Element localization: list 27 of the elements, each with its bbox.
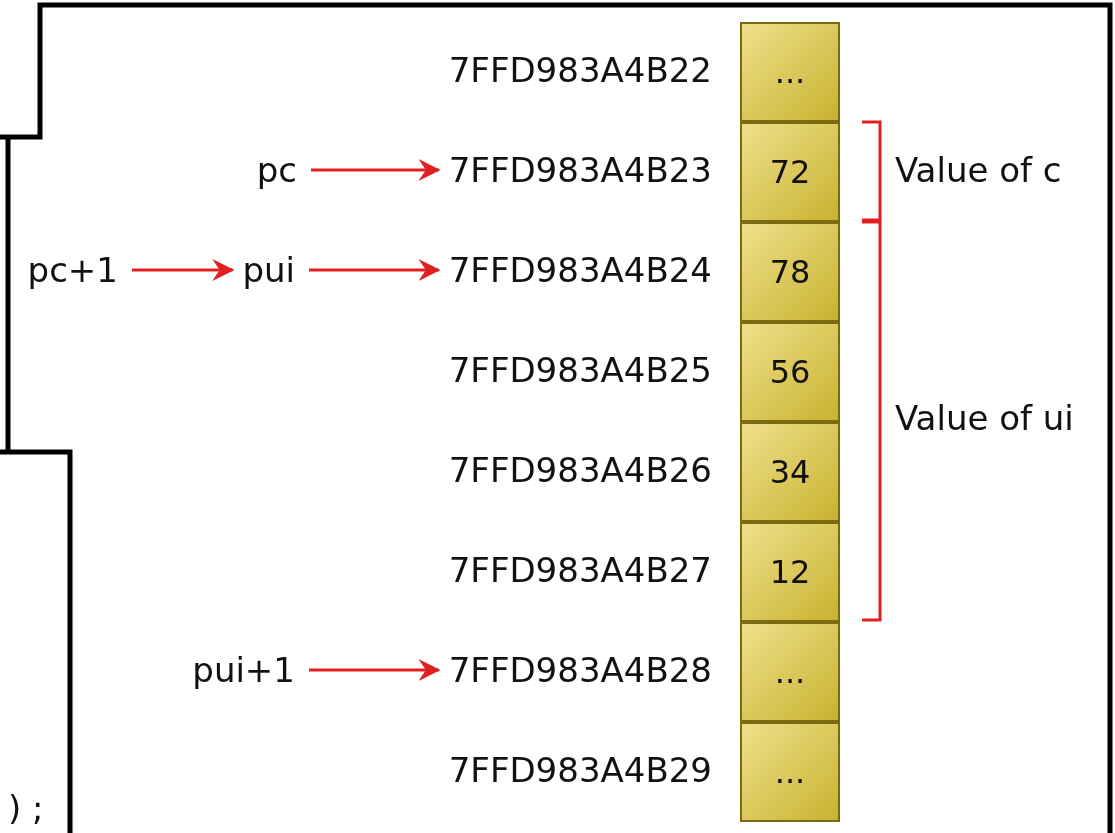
pointer-label: pui+1 [192, 650, 295, 690]
memory-cell: 34 [740, 422, 840, 522]
memory-cell: 72 [740, 122, 840, 222]
arrow [311, 159, 441, 181]
memory-address: 7FFD983A4B27 [448, 550, 712, 590]
memory-address: 7FFD983A4B23 [448, 150, 712, 190]
memory-cell: 78 [740, 222, 840, 322]
bracket-label: Value of c [895, 150, 1062, 190]
pointer-label: pui [242, 250, 295, 290]
memory-address: 7FFD983A4B26 [448, 450, 712, 490]
memory-address: 7FFD983A4B29 [448, 750, 712, 790]
bracket-label: Value of ui [895, 398, 1074, 438]
code-fragment: ) ; [8, 788, 44, 828]
memory-cell: 56 [740, 322, 840, 422]
memory-cell: 12 [740, 522, 840, 622]
memory-cell: ... [740, 722, 840, 822]
arrow [309, 259, 441, 281]
memory-address: 7FFD983A4B22 [448, 50, 712, 90]
memory-address: 7FFD983A4B24 [448, 250, 712, 290]
pointer-label: pc [256, 150, 297, 190]
memory-cell: ... [740, 622, 840, 722]
memory-address: 7FFD983A4B25 [448, 350, 712, 390]
memory-address: 7FFD983A4B28 [448, 650, 712, 690]
pointer-label: pc+1 [27, 250, 118, 290]
memory-cell: ... [740, 22, 840, 122]
arrow [309, 659, 441, 681]
arrow [132, 259, 235, 281]
